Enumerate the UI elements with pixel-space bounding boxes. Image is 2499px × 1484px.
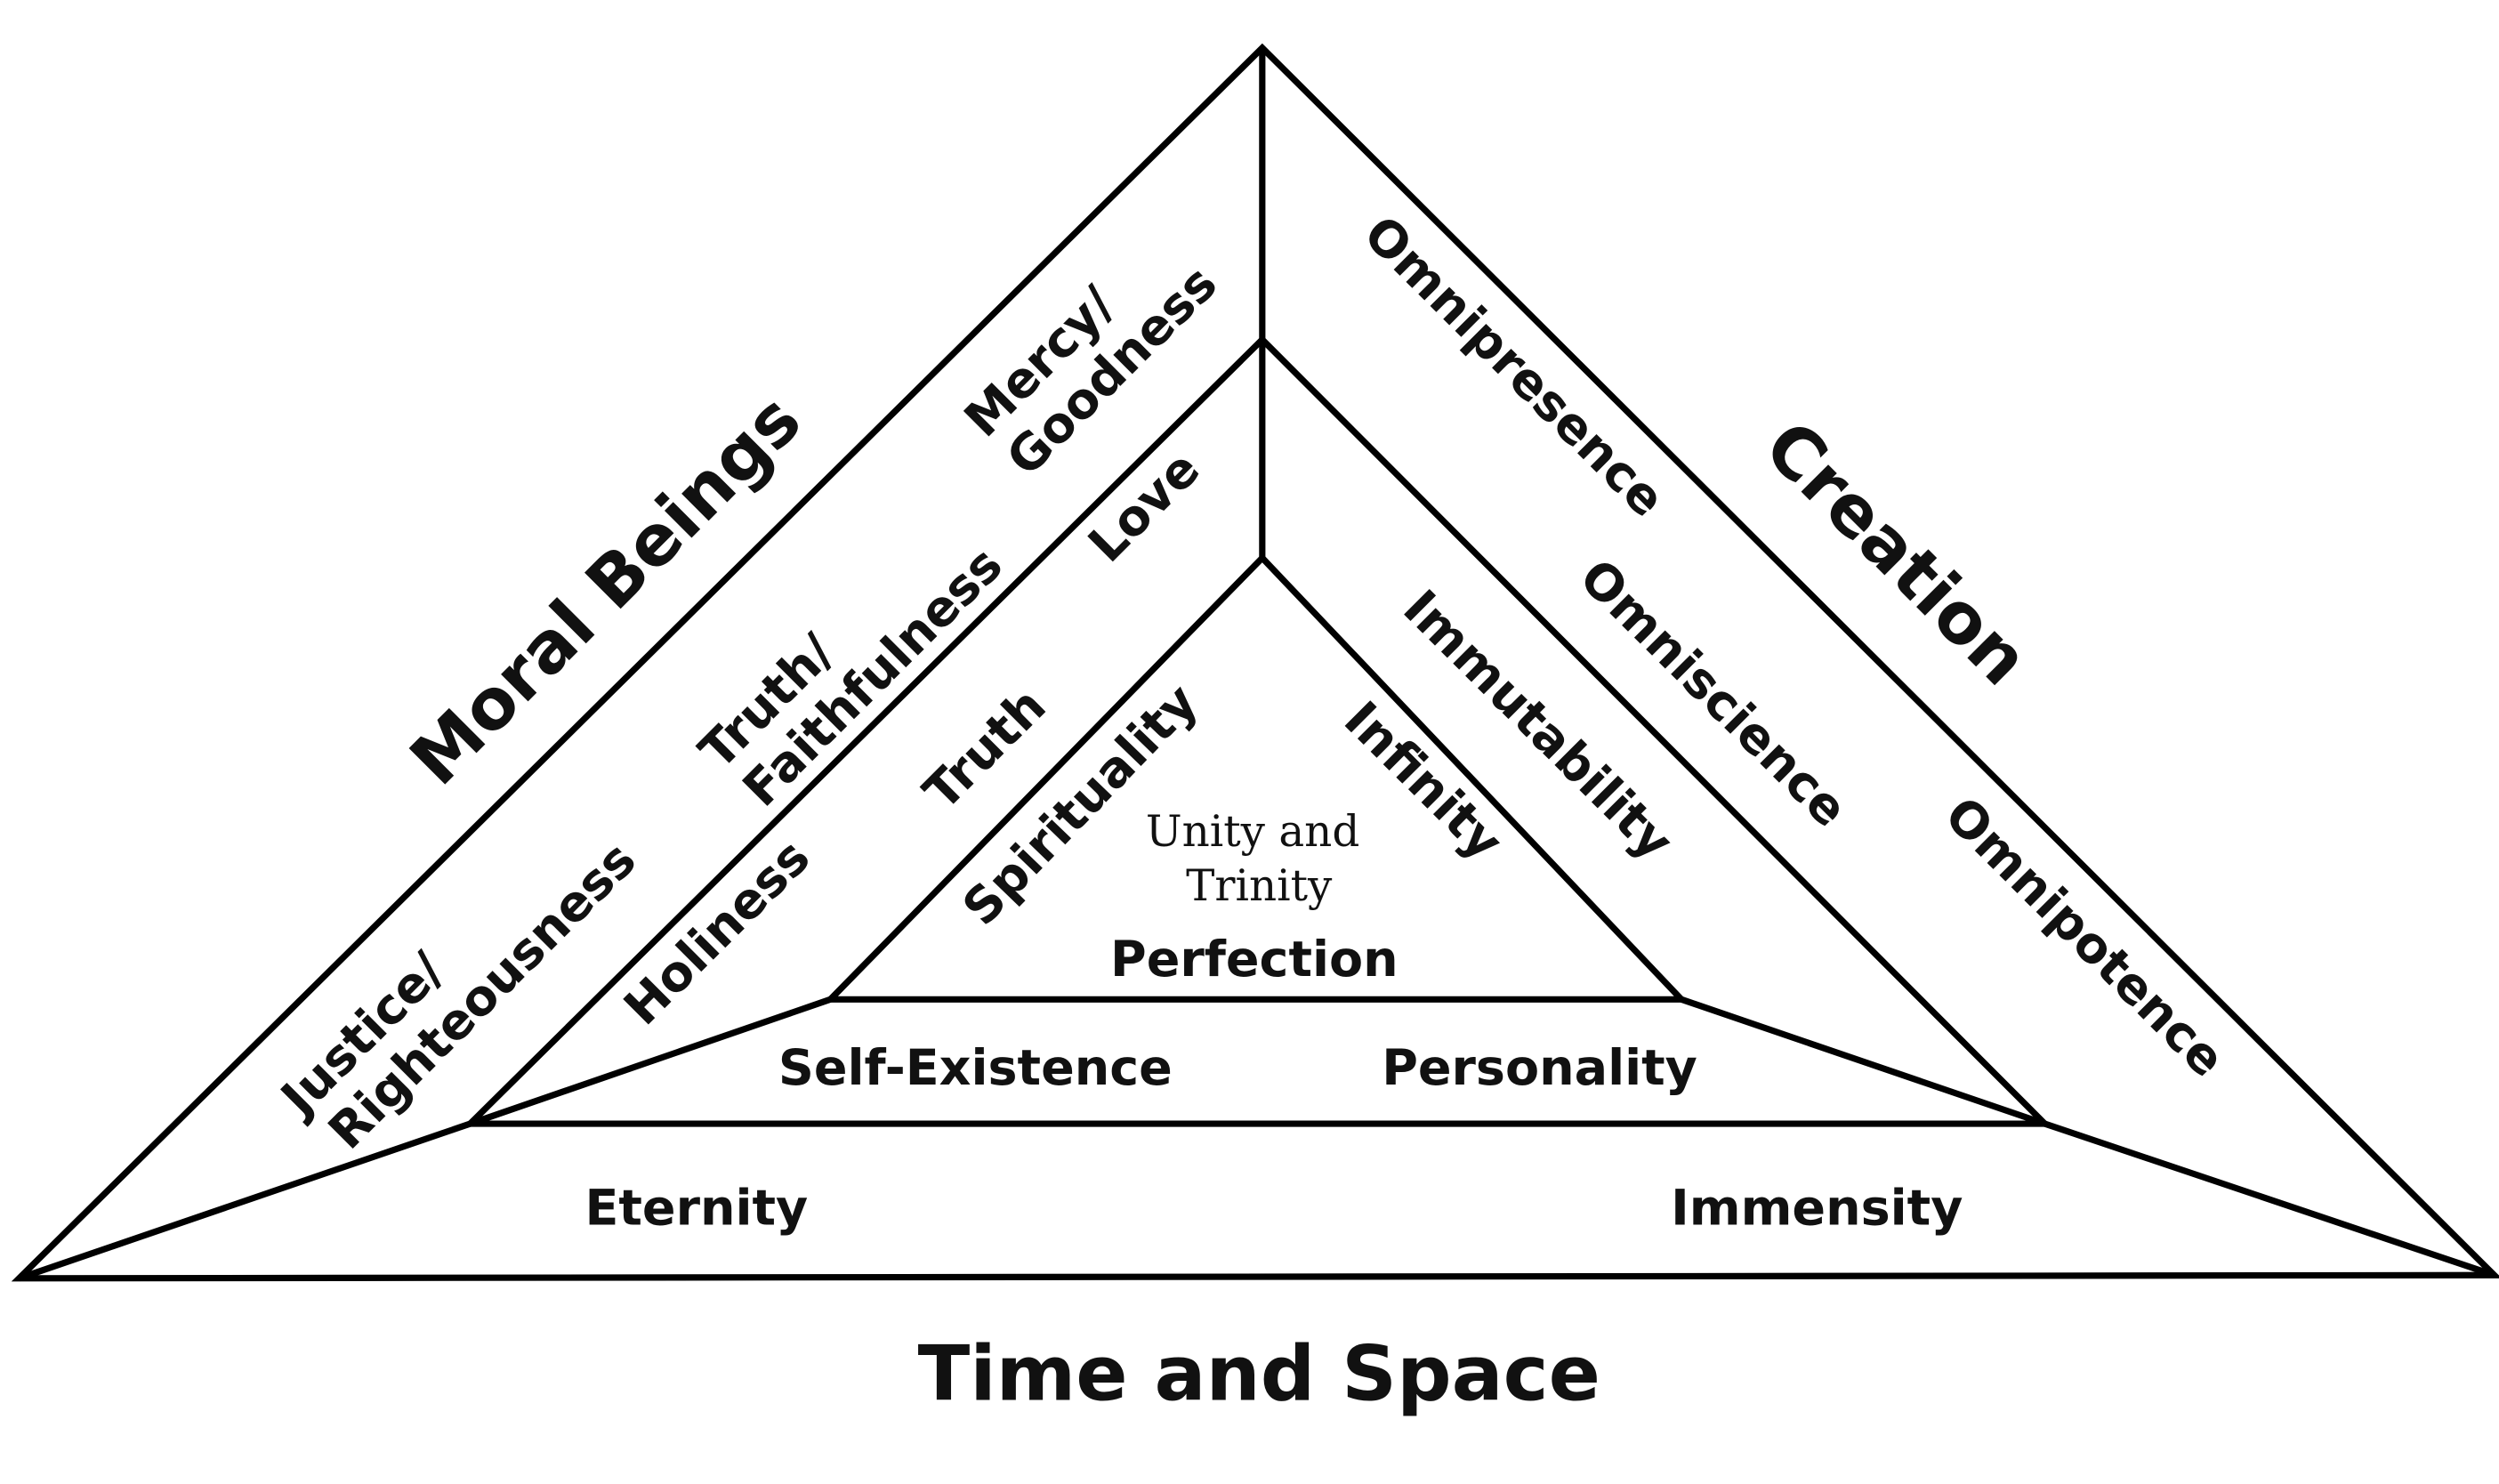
label-personality: Personality bbox=[1382, 1039, 1697, 1097]
label-unity-and: Unity and bbox=[1146, 807, 1359, 857]
outer-triangle bbox=[11, 43, 2499, 1282]
right-divider-inner bbox=[1680, 996, 2046, 1127]
label-truth: Truth bbox=[913, 677, 1057, 821]
label-perfection: Perfection bbox=[1110, 931, 1399, 988]
left-divider-inner bbox=[469, 996, 832, 1127]
label-immensity: Immensity bbox=[1671, 1180, 1963, 1238]
label-holiness: Holiness bbox=[613, 828, 821, 1036]
right-divider-outer bbox=[2044, 1120, 2495, 1278]
label-creation: Creation bbox=[1749, 405, 2045, 701]
left-divider-outer bbox=[18, 1120, 472, 1282]
inner-triangle bbox=[822, 552, 1689, 1003]
label-mercy-goodness: Mercy/ Goodness bbox=[954, 254, 1229, 488]
label-omnipotence: Omnipotence bbox=[1933, 786, 2236, 1088]
middle-triangle bbox=[462, 335, 2053, 1127]
label-time-and-space: Time and Space bbox=[918, 1329, 1600, 1418]
label-self-existence: Self-Existence bbox=[778, 1039, 1173, 1097]
label-eternity: Eternity bbox=[584, 1180, 808, 1238]
label-infinity: Infinity bbox=[1333, 690, 1513, 871]
label-trinity: Trinity bbox=[1186, 861, 1333, 911]
